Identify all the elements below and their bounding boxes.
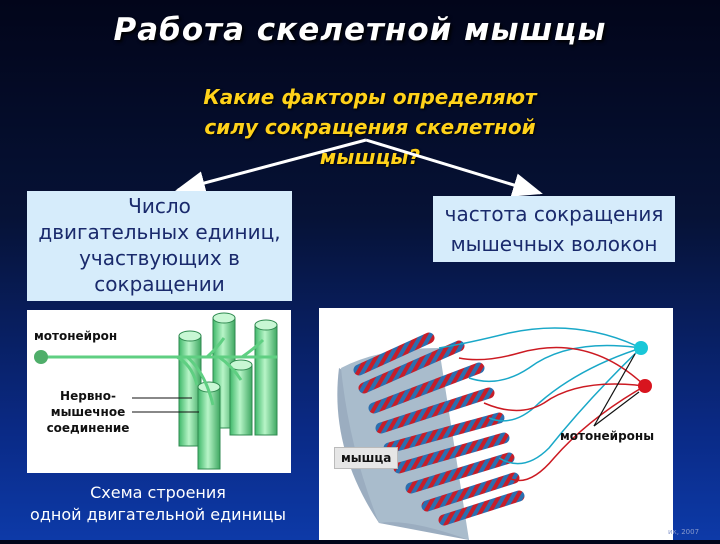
label-motoneurons: мотонейроны xyxy=(560,429,655,443)
arrow-right xyxy=(365,138,543,197)
label-muscle: мышца xyxy=(334,447,399,469)
muscle-fibers xyxy=(178,312,278,470)
motoneuron-cyan xyxy=(634,341,648,355)
neuron-axons-cyan xyxy=(438,327,642,465)
factor-left-line-4: сокращении xyxy=(94,272,225,296)
label-neuromuscular-junction: Нервно- мышечное соединение xyxy=(38,388,138,436)
motoneurons-pointer-lines xyxy=(593,353,640,427)
nmj-pointer-lines xyxy=(132,397,199,413)
label-nmj-line-2: мышечное xyxy=(50,405,126,419)
motor-unit-caption: Схема строения одной двигательной единиц… xyxy=(0,482,316,526)
factor-left-line-1: Число xyxy=(128,194,191,218)
label-nmj-line-3: соединение xyxy=(46,421,130,435)
question-line-1: Какие факторы определяют xyxy=(203,85,537,109)
factor-motor-units-box: Число двигательных единиц, участвующих в… xyxy=(27,191,292,301)
motoneuron-red xyxy=(638,379,652,393)
arrow-left xyxy=(175,138,367,195)
muscle-innervation-illustration xyxy=(337,327,652,540)
factor-left-line-3: участвующих в xyxy=(79,246,240,270)
label-motoneuron: мотонейрон xyxy=(34,329,118,343)
credit-text: ик, 2007 xyxy=(668,528,700,536)
factor-frequency-box: частота сокращения мышечных волокон xyxy=(433,196,675,262)
motor-unit-figure xyxy=(27,310,291,473)
caption-line-1: Схема строения xyxy=(90,483,226,502)
question-line-2: силу сокращения скелетной мышцы? xyxy=(204,115,536,169)
caption-line-2: одной двигательной единицы xyxy=(30,505,286,524)
factor-right-line-2: мышечных волокон xyxy=(450,232,658,256)
muscle-fibers-bundle xyxy=(353,332,525,526)
slide-title: Работа скелетной мышцы xyxy=(113,12,607,48)
label-nmj-line-1: Нервно- xyxy=(60,389,116,403)
motor-unit-illustration xyxy=(34,312,278,470)
factor-right-line-1: частота сокращения xyxy=(444,202,664,226)
motoneuron-soma xyxy=(34,350,48,364)
factor-left-line-2: двигательных единиц, xyxy=(38,220,281,244)
question-text: Какие факторы определяют силу сокращения… xyxy=(160,82,580,172)
neuron-axons-red xyxy=(458,346,646,482)
muscle-innervation-figure xyxy=(319,308,673,540)
axon xyxy=(35,337,277,406)
